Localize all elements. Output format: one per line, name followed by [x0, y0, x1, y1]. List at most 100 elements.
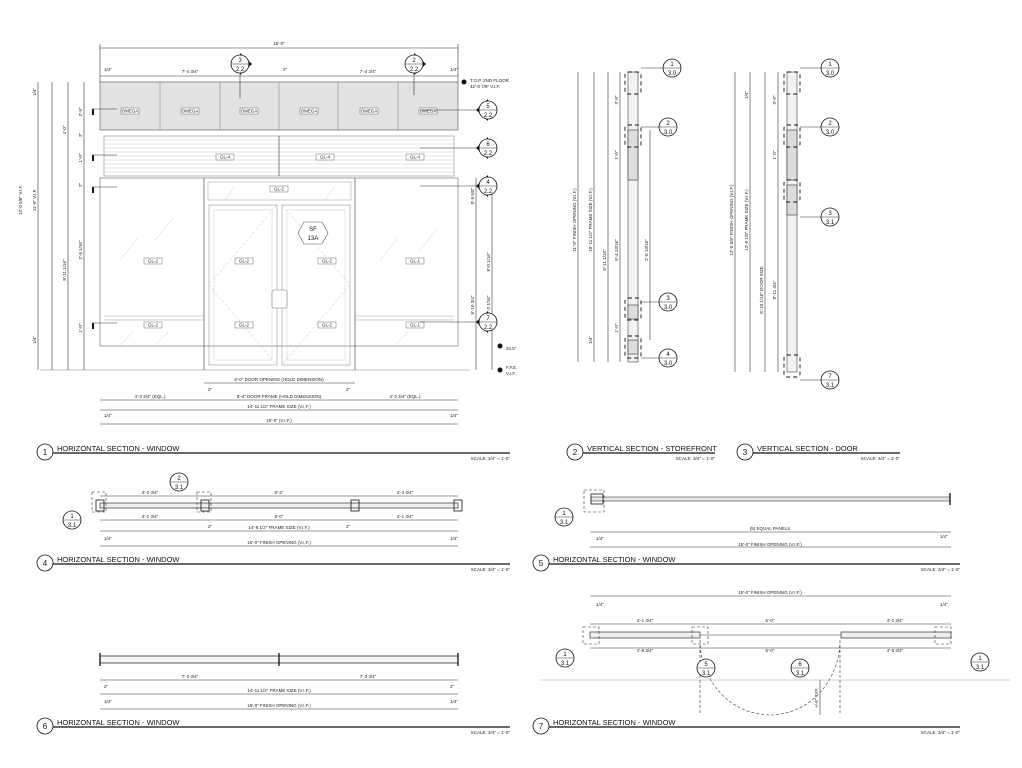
section-callout[interactable]: 13.0	[662, 58, 682, 78]
detail-number: 4	[43, 559, 48, 568]
dim: 2"	[208, 387, 213, 392]
dim: 1'-0"	[772, 150, 777, 159]
section-callout[interactable]: 13.1	[62, 510, 82, 530]
dim: 8'-0"	[275, 514, 284, 519]
section-callout[interactable]: 33.0	[658, 292, 678, 312]
dim-eql: 4'-3 3/4" (EQL.)	[135, 394, 166, 399]
section-callout[interactable]: 13.1	[555, 648, 575, 668]
section-callout[interactable]: 42.2	[476, 175, 498, 197]
callout-number: 3	[666, 296, 670, 302]
dim-overall: 15'-0" FINISH OPENING (V.I.F.)	[247, 540, 311, 545]
dim: 11'-0" FINISH OPENING (V.I.F.)	[572, 188, 577, 252]
dim: 3'-9"	[772, 95, 777, 104]
glass-tag-label: GL-2	[239, 259, 250, 264]
dim: 8'-2"	[275, 490, 284, 495]
door-tag-number: 13A	[308, 236, 319, 242]
dim: 1'-0"	[614, 323, 619, 332]
dim-overall: 15'-0" FINISH OPENING (V.I.F.)	[738, 590, 802, 595]
dim: 1/4"	[596, 602, 604, 607]
section-callout[interactable]: 13.0	[820, 58, 840, 78]
section-callout[interactable]: 23.1	[169, 472, 189, 492]
horizontal-section-6: 7'-3 3/4" 7'-3 3/4" 2" 2" 14'-11 1/2" FR…	[99, 653, 459, 710]
dim-left: 11'-0" V.I.F.	[32, 189, 37, 211]
dim: 1/4"	[104, 536, 112, 541]
dim: 3'-9"	[614, 95, 619, 104]
callout-number: 7	[486, 316, 490, 322]
section-callout[interactable]: 62.2	[476, 137, 498, 159]
glass-tag-label: GL-2	[239, 323, 250, 328]
section-callout[interactable]: 32.2	[230, 53, 252, 75]
glass-tag-label: GL-2	[274, 187, 285, 192]
glass-tag-label: GL-2	[322, 323, 333, 328]
dim: 2'-8 13/16"	[644, 239, 649, 261]
section-callout[interactable]: 23.0	[658, 117, 678, 137]
dim: 1/4"	[104, 699, 112, 704]
level-marker-icon	[497, 367, 503, 373]
door-tag-type: SF	[309, 227, 317, 233]
dim-top: 7'-4 3/4"	[182, 69, 199, 74]
detail-title: HORIZONTAL SECTION - WINDOW	[57, 555, 180, 564]
section-callout[interactable]: 73.1	[820, 370, 840, 390]
callout-number: 2	[177, 476, 181, 482]
glass-tag: GL-2	[317, 257, 337, 265]
section-callout[interactable]: 43.0	[658, 348, 678, 368]
section-callout[interactable]: 53.1	[696, 658, 716, 678]
callout-number: 2	[666, 121, 670, 127]
door-swing-arc	[699, 639, 841, 716]
glass-tag: GL-1	[405, 257, 425, 265]
omega-panel-tag-label: OMEGA	[361, 109, 378, 114]
door-leaf-left	[208, 204, 278, 366]
dim-overall: 15'-0" FINISH OPENING (V.I.F.)	[738, 542, 802, 547]
glass-tag: GL-2	[234, 321, 254, 329]
dim-door-opening: 8'-0" DOOR OPENING (HOLD DIMENSION)	[234, 377, 324, 382]
level-label: T.O.P. 2ND FLOOR	[470, 78, 510, 83]
glass-tag: GL-2	[269, 185, 289, 193]
section-callout[interactable]: 22.2	[404, 53, 426, 75]
callout-sheet: 2.2	[410, 67, 419, 73]
dim-left: 1/4"	[32, 336, 37, 344]
section-callout[interactable]: 72.2	[476, 311, 498, 333]
door-pull-handle	[271, 289, 288, 309]
section-callout[interactable]: 13.1	[554, 507, 574, 527]
callout-number: 4	[486, 180, 490, 186]
louver-tag: GL-4	[215, 153, 235, 161]
omega-panel-tag-label: OMEGA	[301, 109, 318, 114]
detail-number: 1	[43, 448, 48, 457]
dim: 1/4"	[940, 602, 948, 607]
louver-tag-label: GL-4	[410, 155, 421, 160]
vertical-section-storefront: 11'-0" FINISH OPENING (V.I.F.) 10'-11 1/…	[572, 71, 651, 363]
glass-tag-label: GL-2	[148, 259, 159, 264]
dim: 8'-10 1/16" DOOR SIZE	[759, 266, 764, 313]
glass-tag: GL-2	[234, 257, 254, 265]
section-callout[interactable]: 52.2	[476, 99, 498, 121]
callout-sheet: 3.0	[826, 130, 835, 136]
section-callout[interactable]: 13.1	[970, 652, 990, 672]
dim-door-frame: 8'-4" DOOR FRAME (HOLD DIMENSION)	[237, 394, 322, 399]
callout-number: 1	[562, 511, 566, 517]
dim: 4'-3 3/4"	[397, 490, 414, 495]
level-elevation: V.I.F.	[506, 371, 516, 376]
callout-sheet: 2.2	[484, 325, 493, 331]
dim-left: 2'-8 1/16"	[78, 240, 83, 259]
callout-sheet: 3.0	[826, 71, 835, 77]
dim-overall: 15'-0" (V.I.F.)	[266, 418, 292, 423]
section-callout[interactable]: 63.1	[790, 658, 810, 678]
dim: 1/4"	[450, 413, 458, 418]
dim: 12'-0 5/8" FINISH OPENING (V.I.F.)	[729, 184, 734, 256]
dim: 2"	[346, 387, 351, 392]
dim-frame-size: 14'-8 1/2" FRAME SIZE (V.I.F.)	[248, 525, 310, 530]
callout-number: 7	[828, 374, 832, 380]
callout-number: 6	[798, 662, 802, 668]
level-marker-icon	[497, 343, 503, 349]
dim: 4'-5 3/4"	[637, 648, 654, 653]
callout-number: 1	[70, 514, 74, 520]
detail-scale: SCALE: 3/4" = 1'-0"	[921, 730, 961, 735]
section-callout[interactable]: 33.1	[820, 207, 840, 227]
dim: 1/4"	[744, 91, 749, 99]
callout-sheet: 2.2	[484, 151, 493, 157]
section-callout[interactable]: 23.0	[820, 117, 840, 137]
dim: 2"	[208, 524, 213, 529]
